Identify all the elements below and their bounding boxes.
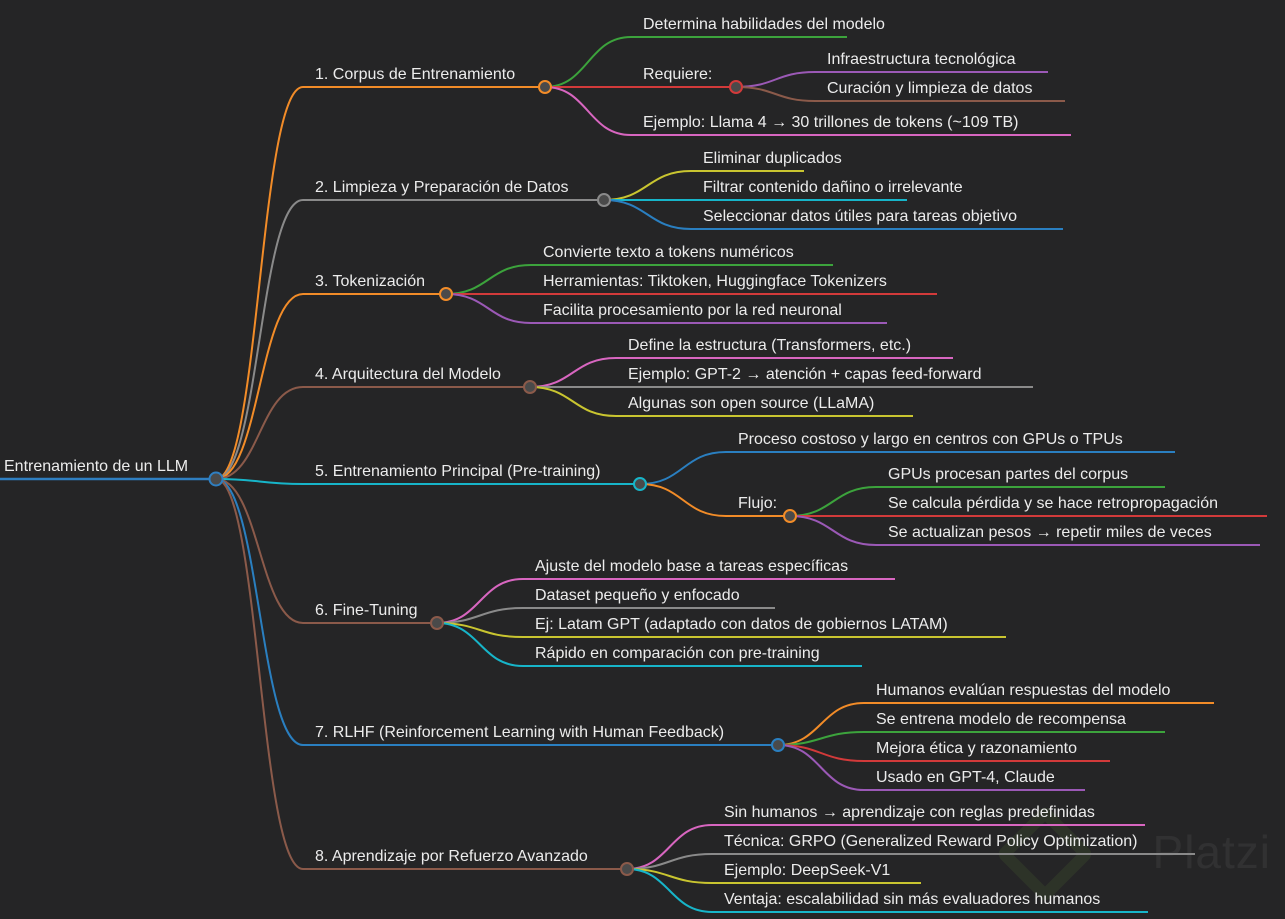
branch-line <box>789 486 1165 517</box>
branch-line <box>626 853 1195 870</box>
collapse-node-requiere[interactable] <box>729 80 743 94</box>
node-label-determina-habilidades-del-modelo: Determina habilidades del modelo <box>643 16 885 33</box>
node-label-ejemplo-deepseek-v1: Ejemplo: DeepSeek-V1 <box>724 862 890 879</box>
node-label-2-limpieza-y-preparacion-de-datos: 2. Limpieza y Preparación de Datos <box>315 179 568 196</box>
node-label-5-entrenamiento-principal-pre-training: 5. Entrenamiento Principal (Pre-training… <box>315 463 600 480</box>
branch-line <box>445 293 887 324</box>
branch-line <box>436 622 862 667</box>
branch-line <box>529 386 913 417</box>
node-label-mejora-etica-y-razonamiento: Mejora ética y razonamiento <box>876 740 1077 757</box>
branch-line <box>777 702 1214 746</box>
node-label-define-la-estructura-transformers-etc: Define la estructura (Transformers, etc.… <box>628 337 911 354</box>
node-label-se-entrena-modelo-de-recompensa: Se entrena modelo de recompensa <box>876 711 1126 728</box>
branch-line <box>777 744 1085 791</box>
collapse-node-3-tokenizacion[interactable] <box>439 287 453 301</box>
branch-line <box>436 622 1006 638</box>
node-label-facilita-procesamiento-por-la-red-neuron: Facilita procesamiento por la red neuron… <box>543 302 842 319</box>
node-label-ventaja-escalabilidad-sin-mas-evaluadore: Ventaja: escalabilidad sin más evaluador… <box>724 891 1100 908</box>
node-label-1-corpus-de-entrenamiento: 1. Corpus de Entrenamiento <box>315 66 515 83</box>
branch-line <box>215 386 530 480</box>
branch-line <box>436 578 895 624</box>
branch-line <box>735 71 1048 88</box>
branch-line <box>626 824 1145 870</box>
branch-line <box>544 86 1071 136</box>
node-label-4-arquitectura-del-modelo: 4. Arquitectura del Modelo <box>315 366 501 383</box>
branch-line <box>215 86 545 480</box>
node-label-gpus-procesan-partes-del-corpus: GPUs procesan partes del corpus <box>888 466 1128 483</box>
branch-line <box>777 744 1110 762</box>
node-label-algunas-son-open-source-llama: Algunas son open source (LLaMA) <box>628 395 874 412</box>
branch-line <box>544 36 847 88</box>
node-label-se-actualizan-pesos-repetir-miles-de-vec: Se actualizan pesos → repetir miles de v… <box>888 524 1212 541</box>
node-label-6-fine-tuning: 6. Fine-Tuning <box>315 602 418 619</box>
collapse-node-8-aprendizaje-por-refuerzo-avanzado[interactable] <box>620 862 634 876</box>
branch-line <box>529 357 953 388</box>
node-label-7-rlhf-reinforcement-learning-with-human: 7. RLHF (Reinforcement Learning with Hum… <box>315 724 724 741</box>
collapse-node-7-rlhf-reinforcement-learning-with-human[interactable] <box>771 738 785 752</box>
branch-line <box>626 868 921 884</box>
node-label-ejemplo-llama-4-30-trillones-de-tokens-1: Ejemplo: Llama 4 → 30 trillones de token… <box>643 114 1018 131</box>
node-label-se-calcula-perdida-y-se-hace-retropropag: Se calcula pérdida y se hace retropropag… <box>888 495 1218 512</box>
branch-line <box>789 515 1260 546</box>
node-label-usado-en-gpt-4-claude: Usado en GPT-4, Claude <box>876 769 1055 786</box>
branch-line <box>445 264 833 295</box>
branch-line <box>639 483 790 517</box>
node-label-ej-latam-gpt-adaptado-con-datos-de-gobie: Ej: Latam GPT (adaptado con datos de gob… <box>535 616 948 633</box>
node-label-humanos-evaluan-respuestas-del-modelo: Humanos evalúan respuestas del modelo <box>876 682 1171 699</box>
node-label-seleccionar-datos-utiles-para-tareas-obj: Seleccionar datos útiles para tareas obj… <box>703 208 1017 225</box>
collapse-node-4-arquitectura-del-modelo[interactable] <box>523 380 537 394</box>
branch-line <box>626 868 1148 913</box>
branch-line <box>436 607 775 624</box>
collapse-node-1-corpus-de-entrenamiento[interactable] <box>538 80 552 94</box>
collapse-node-flujo[interactable] <box>783 509 797 523</box>
branch-line <box>215 199 604 480</box>
branch-line <box>215 478 778 746</box>
node-label-ejemplo-gpt-2-atencion-capas-feed-forwar: Ejemplo: GPT-2 → atención + capas feed-f… <box>628 366 982 383</box>
branch-line <box>215 478 627 870</box>
node-label-convierte-texto-a-tokens-numericos: Convierte texto a tokens numéricos <box>543 244 794 261</box>
branch-line <box>215 478 640 485</box>
node-label-proceso-costoso-y-largo-en-centros-con-g: Proceso costoso y largo en centros con G… <box>738 431 1123 448</box>
node-label-flujo: Flujo: <box>738 495 777 512</box>
branch-line <box>639 451 1175 485</box>
collapse-node-6-fine-tuning[interactable] <box>430 616 444 630</box>
branch-line <box>603 199 1063 230</box>
node-label-tecnica-grpo-generalized-reward-policy-o: Técnica: GRPO (Generalized Reward Policy… <box>724 833 1137 850</box>
branch-line <box>603 170 804 201</box>
branch-line <box>777 731 1165 746</box>
node-label-infraestructura-tecnologica: Infraestructura tecnológica <box>827 51 1016 68</box>
node-label-sin-humanos-aprendizaje-con-reglas-prede: Sin humanos → aprendizaje con reglas pre… <box>724 804 1095 821</box>
node-label-requiere: Requiere: <box>643 66 712 83</box>
node-label-curacion-y-limpieza-de-datos: Curación y limpieza de datos <box>827 80 1032 97</box>
root-node[interactable] <box>208 471 224 487</box>
node-label-eliminar-duplicados: Eliminar duplicados <box>703 150 842 167</box>
branch-line <box>215 478 437 624</box>
node-label-rapido-en-comparacion-con-pre-training: Rápido en comparación con pre-training <box>535 645 820 662</box>
collapse-node-5-entrenamiento-principal-pre-training[interactable] <box>633 477 647 491</box>
branch-line <box>215 293 446 480</box>
node-label-herramientas-tiktoken-huggingface-tokeni: Herramientas: Tiktoken, Huggingface Toke… <box>543 273 887 290</box>
node-label-dataset-pequeno-y-enfocado: Dataset pequeño y enfocado <box>535 587 740 604</box>
collapse-node-2-limpieza-y-preparacion-de-datos[interactable] <box>597 193 611 207</box>
platzi-watermark: Platzi <box>1152 826 1271 878</box>
node-label-3-tokenizacion: 3. Tokenización <box>315 273 425 290</box>
node-label-8-aprendizaje-por-refuerzo-avanzado: 8. Aprendizaje por Refuerzo Avanzado <box>315 848 588 865</box>
node-label-entrenamiento-de-un-llm: Entrenamiento de un LLM <box>4 458 188 475</box>
node-label-ajuste-del-modelo-base-a-tareas-especifi: Ajuste del modelo base a tareas específi… <box>535 558 848 575</box>
branch-line <box>735 86 1065 102</box>
node-label-filtrar-contenido-danino-o-irrelevante: Filtrar contenido dañino o irrelevante <box>703 179 963 196</box>
